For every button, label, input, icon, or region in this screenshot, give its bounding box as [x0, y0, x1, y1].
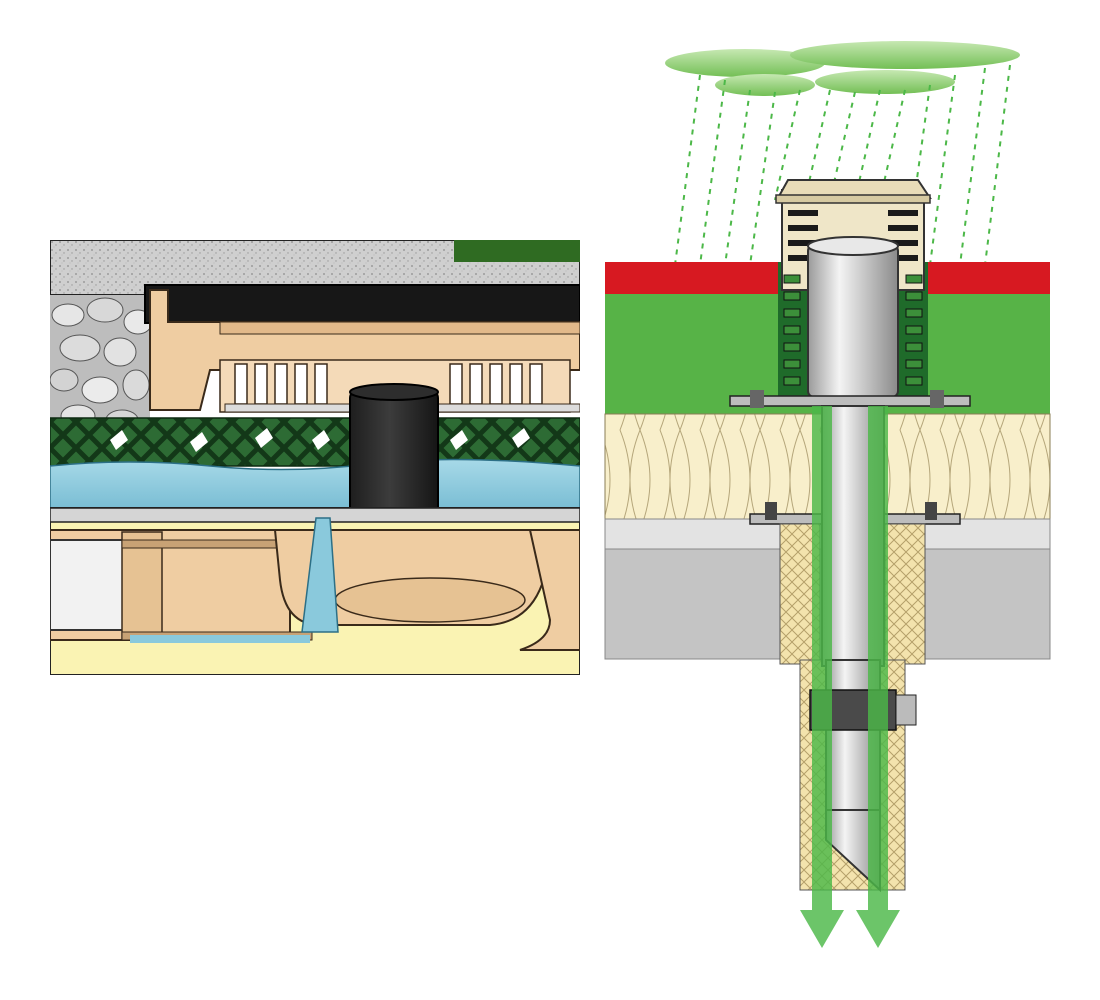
mesh-gaps	[110, 428, 530, 452]
rain-cloud	[665, 41, 1020, 96]
outlet-pipe	[50, 529, 313, 641]
pipe-collar-right	[884, 523, 926, 665]
water-flow-wedge	[301, 517, 339, 633]
outlet-bend	[519, 529, 580, 651]
roof-drain-svg	[604, 41, 1051, 948]
roof-drain-section-right	[600, 30, 1060, 960]
upper-flange	[729, 390, 971, 408]
base-seal	[50, 507, 580, 523]
pebble-bed	[50, 295, 153, 431]
bowl-floor	[334, 577, 526, 623]
turf-strip	[454, 240, 580, 262]
upper-drain-pipe	[807, 244, 899, 398]
guard-ribs	[783, 274, 923, 386]
drain-grate	[144, 284, 580, 324]
drain-cross-section-left	[50, 240, 580, 675]
upper-pipe-rim	[807, 236, 899, 256]
guard-slots	[788, 210, 918, 261]
rain-lines-icon	[674, 64, 1011, 266]
standpipe-top	[349, 383, 439, 401]
flow-arrow-down-icon	[800, 406, 900, 948]
water-flow-outlet	[130, 635, 310, 643]
water-layer	[50, 458, 580, 521]
coupling-clamp	[895, 694, 917, 726]
drain-cross-section-svg	[50, 240, 580, 675]
